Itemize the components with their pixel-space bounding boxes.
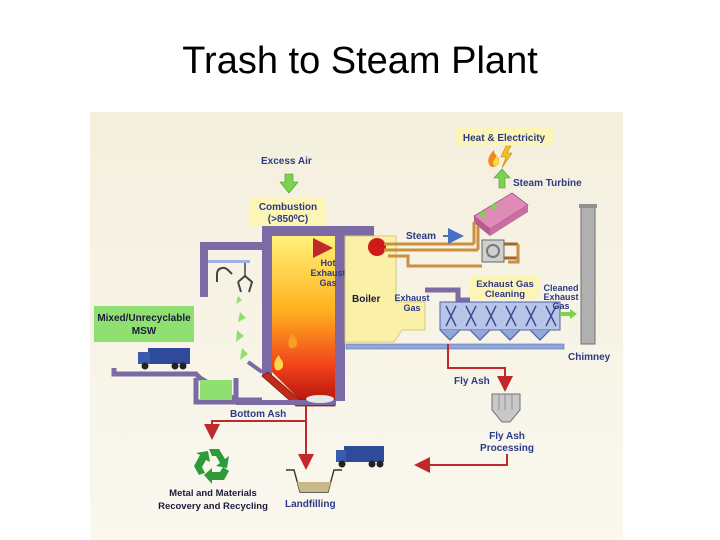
exhaust-cleaning-label-2: Cleaning — [485, 289, 525, 300]
fire-flame-icon — [288, 333, 298, 349]
exhaust-cleaning-box — [470, 276, 540, 300]
waste-chute — [236, 296, 264, 374]
exhaust-cleaning-label-1: Exhaust Gas — [476, 279, 534, 290]
hot-exhaust-label-2: Exhaust — [310, 268, 345, 278]
boiler-exhaust-label-2: Gas — [403, 303, 420, 313]
msw-label-2: MSW — [132, 326, 157, 337]
fly-ash-processing-label-1: Fly Ash — [489, 431, 525, 442]
fly-ash-silo — [491, 393, 521, 423]
boiler-label: Boiler — [352, 294, 380, 305]
boiler-exhaust-label-1: Exhaust — [394, 293, 429, 303]
exhaust-duct — [425, 287, 470, 303]
landfilling-label: Landfilling — [285, 499, 336, 510]
cleaned-exhaust-label-3: Gas — [552, 301, 569, 311]
msw-label-1: Mixed/Unrecyclable — [97, 313, 191, 324]
waste-bunker — [193, 378, 239, 405]
fly-ash-line — [447, 344, 513, 392]
exhaust-cleaning-unit — [439, 301, 561, 341]
heat-up-arrow — [493, 168, 511, 189]
fly-ash-processing-label-2: Processing — [480, 443, 534, 454]
chimney-label: Chimney — [568, 352, 611, 363]
excess-air-arrow — [279, 173, 299, 194]
chimney-cap — [579, 204, 597, 208]
msw-box — [94, 306, 194, 342]
heat-electricity-box — [455, 128, 553, 146]
fire-flame-icon-2 — [274, 355, 284, 371]
cleaned-exhaust-label-1: Cleaned — [543, 283, 578, 293]
slide-title: Trash to Steam Plant — [182, 40, 538, 82]
steam-drum — [368, 238, 386, 256]
crane-grab — [208, 260, 254, 293]
bottom-ash-label: Bottom Ash — [230, 409, 286, 420]
hot-exhaust-label-1: Hot — [321, 258, 336, 268]
combustion-chamber — [272, 236, 335, 400]
ash-truck — [336, 446, 384, 468]
bottom-ash-pit — [236, 400, 336, 405]
fly-ash-label: Fly Ash — [454, 376, 490, 387]
cleaned-exhaust-label-2: Exhaust — [543, 292, 578, 302]
combustion-label: Combustion — [259, 202, 317, 213]
cleaned-exhaust-arrow — [560, 309, 577, 319]
ash-conveyor — [345, 343, 565, 350]
bottom-ash-line — [204, 406, 307, 440]
recycle-icon — [194, 449, 229, 484]
steam-pipes — [384, 222, 520, 268]
metal-recovery-label-1: Metal and Materials — [169, 488, 257, 499]
waste-bunker-fill — [200, 380, 232, 400]
heat-electricity-label: Heat & Electricity — [463, 133, 546, 144]
processing-to-landfill-line — [414, 454, 508, 473]
combustion-temp-label: (>850⁰C) — [268, 214, 308, 225]
excess-air-label: Excess Air — [261, 156, 312, 167]
steam-turbine — [473, 192, 529, 236]
steam-turbine-label: Steam Turbine — [513, 178, 582, 189]
boiler — [344, 235, 426, 343]
metal-recovery-label-2: Recovery and Recycling — [158, 501, 268, 512]
generator — [481, 239, 518, 263]
steam-label: Steam — [406, 231, 436, 242]
msw-truck — [138, 348, 190, 370]
flame-lightning-icon — [488, 145, 513, 169]
landfill-fill — [297, 482, 331, 492]
furnace-structure — [200, 226, 374, 401]
hot-exhaust-label-3: Gas — [319, 278, 336, 288]
combustion-box — [249, 198, 326, 226]
chimney — [580, 205, 596, 345]
bottom-ash-pile — [306, 395, 334, 403]
